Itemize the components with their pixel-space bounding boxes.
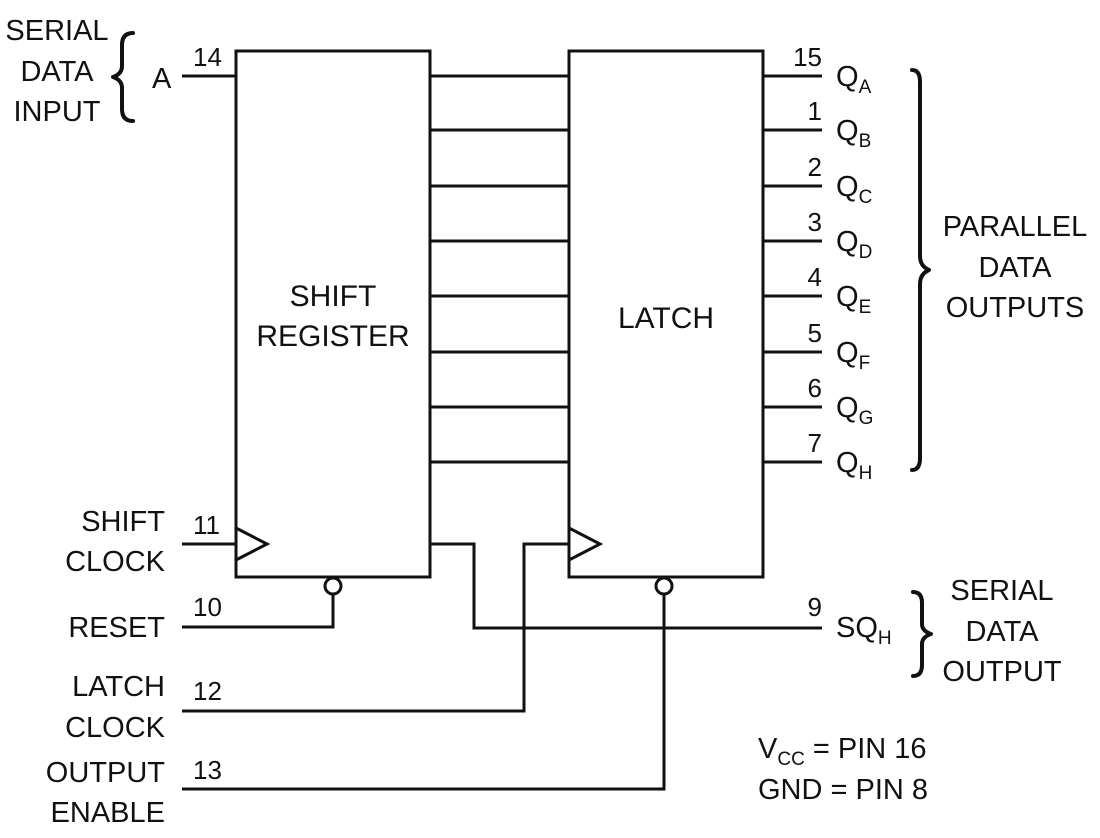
serial-data-input-label-line2: DATA (20, 56, 94, 88)
internal-buses (430, 74, 569, 464)
parallel-outputs-label-line1: PARALLEL (943, 211, 1088, 243)
output-label: QC (836, 171, 872, 208)
vcc-note: VCC = PIN 16 (758, 733, 927, 770)
serial-input-brace (111, 31, 135, 123)
output-label: QE (836, 281, 871, 318)
pin-12-number: 12 (193, 676, 222, 706)
shift-clock-label-line1: SHIFT (81, 506, 165, 538)
output-label: QB (836, 115, 871, 152)
shift-register-block (234, 49, 432, 579)
output-pin-number: 4 (808, 262, 822, 292)
latch-label: LATCH (618, 302, 714, 335)
output-qc: 2 QC (763, 152, 872, 208)
parallel-outputs-brace (910, 68, 931, 472)
sqh-label: SQH (836, 612, 892, 649)
output-pin-number: 5 (808, 318, 822, 348)
latch-clock-label-line2: CLOCK (65, 712, 166, 744)
output-label: QD (836, 226, 872, 263)
parallel-outputs-label-line2: DATA (978, 252, 1052, 284)
serial-output-label-line2: DATA (965, 616, 1039, 648)
output-pin-number: 6 (808, 373, 822, 403)
output-pin-number: 3 (808, 207, 822, 237)
gnd-note: GND = PIN 8 (758, 774, 928, 806)
output-pin-number: 15 (793, 42, 822, 72)
output-qg: 6 QG (763, 373, 873, 429)
serial-output-label-line1: SERIAL (950, 575, 1053, 607)
shift-clock-label-line2: CLOCK (65, 546, 166, 578)
output-enable-wire (182, 594, 666, 791)
output-qd: 3 QD (763, 207, 872, 263)
output-pin-number: 7 (808, 428, 822, 458)
output-enable-label-line1: OUTPUT (46, 757, 166, 789)
reset-wire (182, 594, 335, 629)
output-qe: 4 QE (763, 262, 871, 318)
latch-clock-label-line1: LATCH (72, 671, 165, 703)
pin-13-number: 13 (193, 755, 222, 785)
parallel-outputs: 15 QA 1 QB 2 QC 3 QD 4 QE 5 QF (763, 42, 873, 484)
pin-9-number: 9 (808, 592, 822, 622)
output-enable-label-line2: ENABLE (51, 797, 165, 829)
reset-inversion-bubble (323, 576, 343, 596)
serial-output-label-line3: OUTPUT (942, 656, 1062, 688)
serial-data-input-label-line1: SERIAL (5, 15, 108, 47)
output-qb: 1 QB (763, 96, 871, 152)
output-label: QA (836, 61, 872, 98)
pin-10-number: 10 (193, 592, 222, 622)
reset-label: RESET (68, 612, 165, 644)
output-label: QG (836, 392, 873, 429)
pin-14-number: 14 (193, 42, 222, 72)
pin-a-label: A (152, 63, 172, 95)
output-pin-number: 1 (808, 96, 822, 126)
serial-output-brace (911, 590, 933, 678)
output-enable-inversion-bubble (654, 576, 674, 596)
sqh-wire (430, 542, 822, 630)
serial-data-input-label-line3: INPUT (14, 96, 101, 128)
shift-clock-triangle (235, 526, 271, 562)
output-qf: 5 QF (763, 318, 870, 374)
parallel-outputs-label-line3: OUTPUTS (946, 292, 1085, 324)
pin-11-number: 11 (193, 510, 220, 540)
output-qh: 7 QH (763, 428, 872, 484)
output-label: QF (836, 337, 870, 374)
shift-register-label-line2: REGISTER (256, 320, 409, 353)
latch-clock-triangle (568, 526, 604, 562)
output-label: QH (836, 447, 872, 484)
shift-register-label-line1: SHIFT (290, 280, 377, 313)
output-pin-number: 2 (808, 152, 822, 182)
output-qa: 15 QA (763, 42, 872, 98)
